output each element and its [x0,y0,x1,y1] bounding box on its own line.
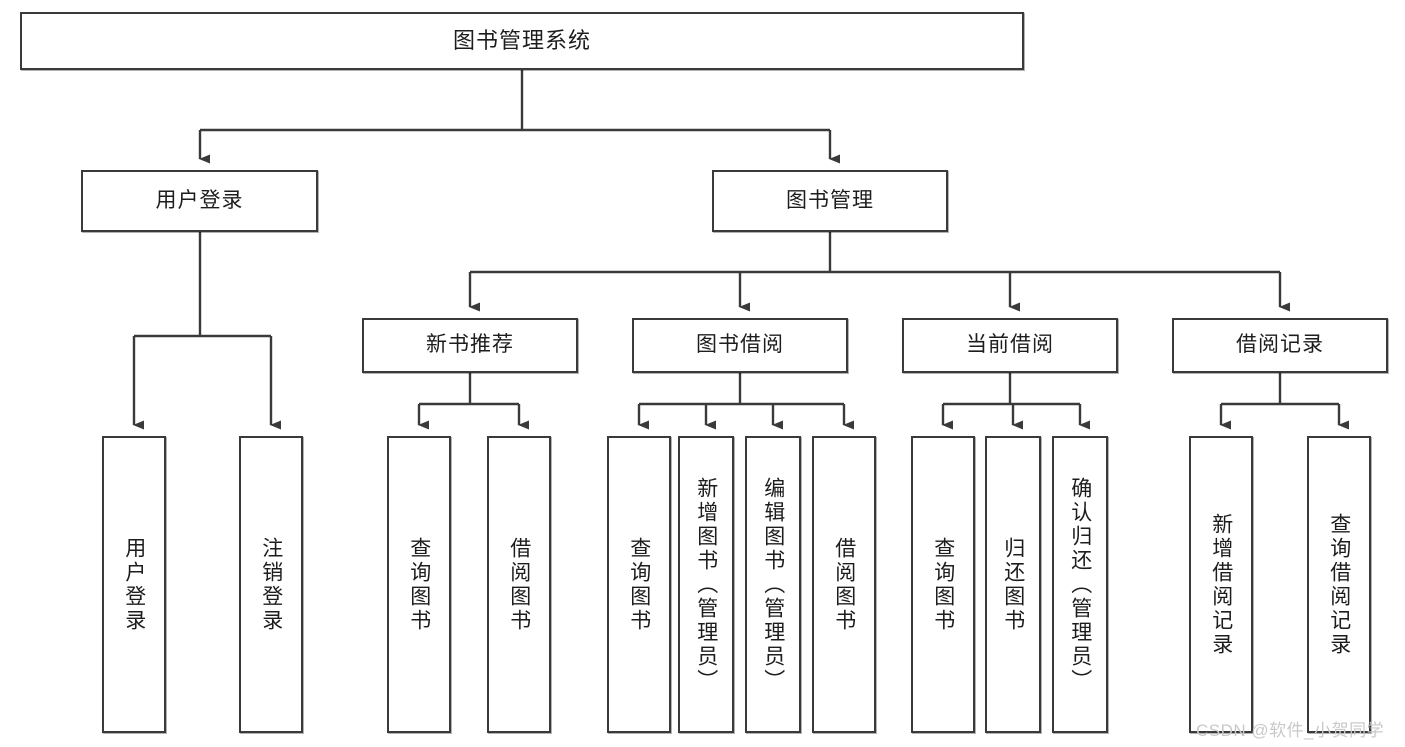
leaf-node-label: 新增图书（管理员） [694,476,718,693]
node-level2-0[interactable]: 用户登录 [81,170,318,232]
leaf-node-12[interactable]: 查询借阅记录 [1307,436,1371,733]
leaf-node-label: 借阅图书 [507,536,531,633]
leaf-node-label: 查询借阅记录 [1327,512,1351,657]
node-level3-label: 借阅记录 [1236,333,1324,357]
leaf-node-label: 用户登录 [122,536,146,633]
node-level3-label: 新书推荐 [426,333,514,357]
watermark: CSDN @软件_小贺同学 [1196,721,1385,740]
leaf-node-9[interactable]: 归还图书 [985,436,1041,733]
leaf-node-6[interactable]: 编辑图书（管理员） [745,436,801,733]
leaf-node-label: 编辑图书（管理员） [761,476,785,693]
leaf-node-label: 借阅图书 [832,536,856,633]
leaf-node-label: 注销登录 [259,536,283,633]
node-level3-2[interactable]: 当前借阅 [902,318,1118,373]
leaf-node-label: 归还图书 [1001,536,1025,633]
node-level2-label: 用户登录 [155,188,244,212]
leaf-node-5[interactable]: 新增图书（管理员） [678,436,734,733]
leaf-node-1[interactable]: 注销登录 [239,436,303,733]
node-root[interactable]: 图书管理系统 [20,12,1024,70]
node-level3-label: 当前借阅 [966,333,1054,357]
leaf-node-label: 查询图书 [627,536,651,633]
leaf-node-label: 查询图书 [407,536,431,633]
leaf-node-8[interactable]: 查询图书 [911,436,975,733]
node-level3-1[interactable]: 图书借阅 [632,318,848,373]
node-level2-1[interactable]: 图书管理 [712,170,948,232]
node-level2-label: 图书管理 [786,188,874,212]
leaf-node-10[interactable]: 确认归还（管理员） [1052,436,1108,733]
leaf-node-11[interactable]: 新增借阅记录 [1189,436,1253,733]
node-root-label: 图书管理系统 [452,28,591,54]
leaf-node-0[interactable]: 用户登录 [102,436,166,733]
node-level3-3[interactable]: 借阅记录 [1172,318,1388,373]
leaf-node-7[interactable]: 借阅图书 [812,436,876,733]
leaf-node-label: 确认归还（管理员） [1068,476,1092,693]
node-level3-label: 图书借阅 [696,333,784,357]
leaf-node-4[interactable]: 查询图书 [607,436,671,733]
leaf-node-label: 查询图书 [931,536,955,633]
leaf-node-label: 新增借阅记录 [1209,512,1233,657]
node-level3-0[interactable]: 新书推荐 [362,318,578,373]
leaf-node-2[interactable]: 查询图书 [387,436,451,733]
leaf-node-3[interactable]: 借阅图书 [487,436,551,733]
